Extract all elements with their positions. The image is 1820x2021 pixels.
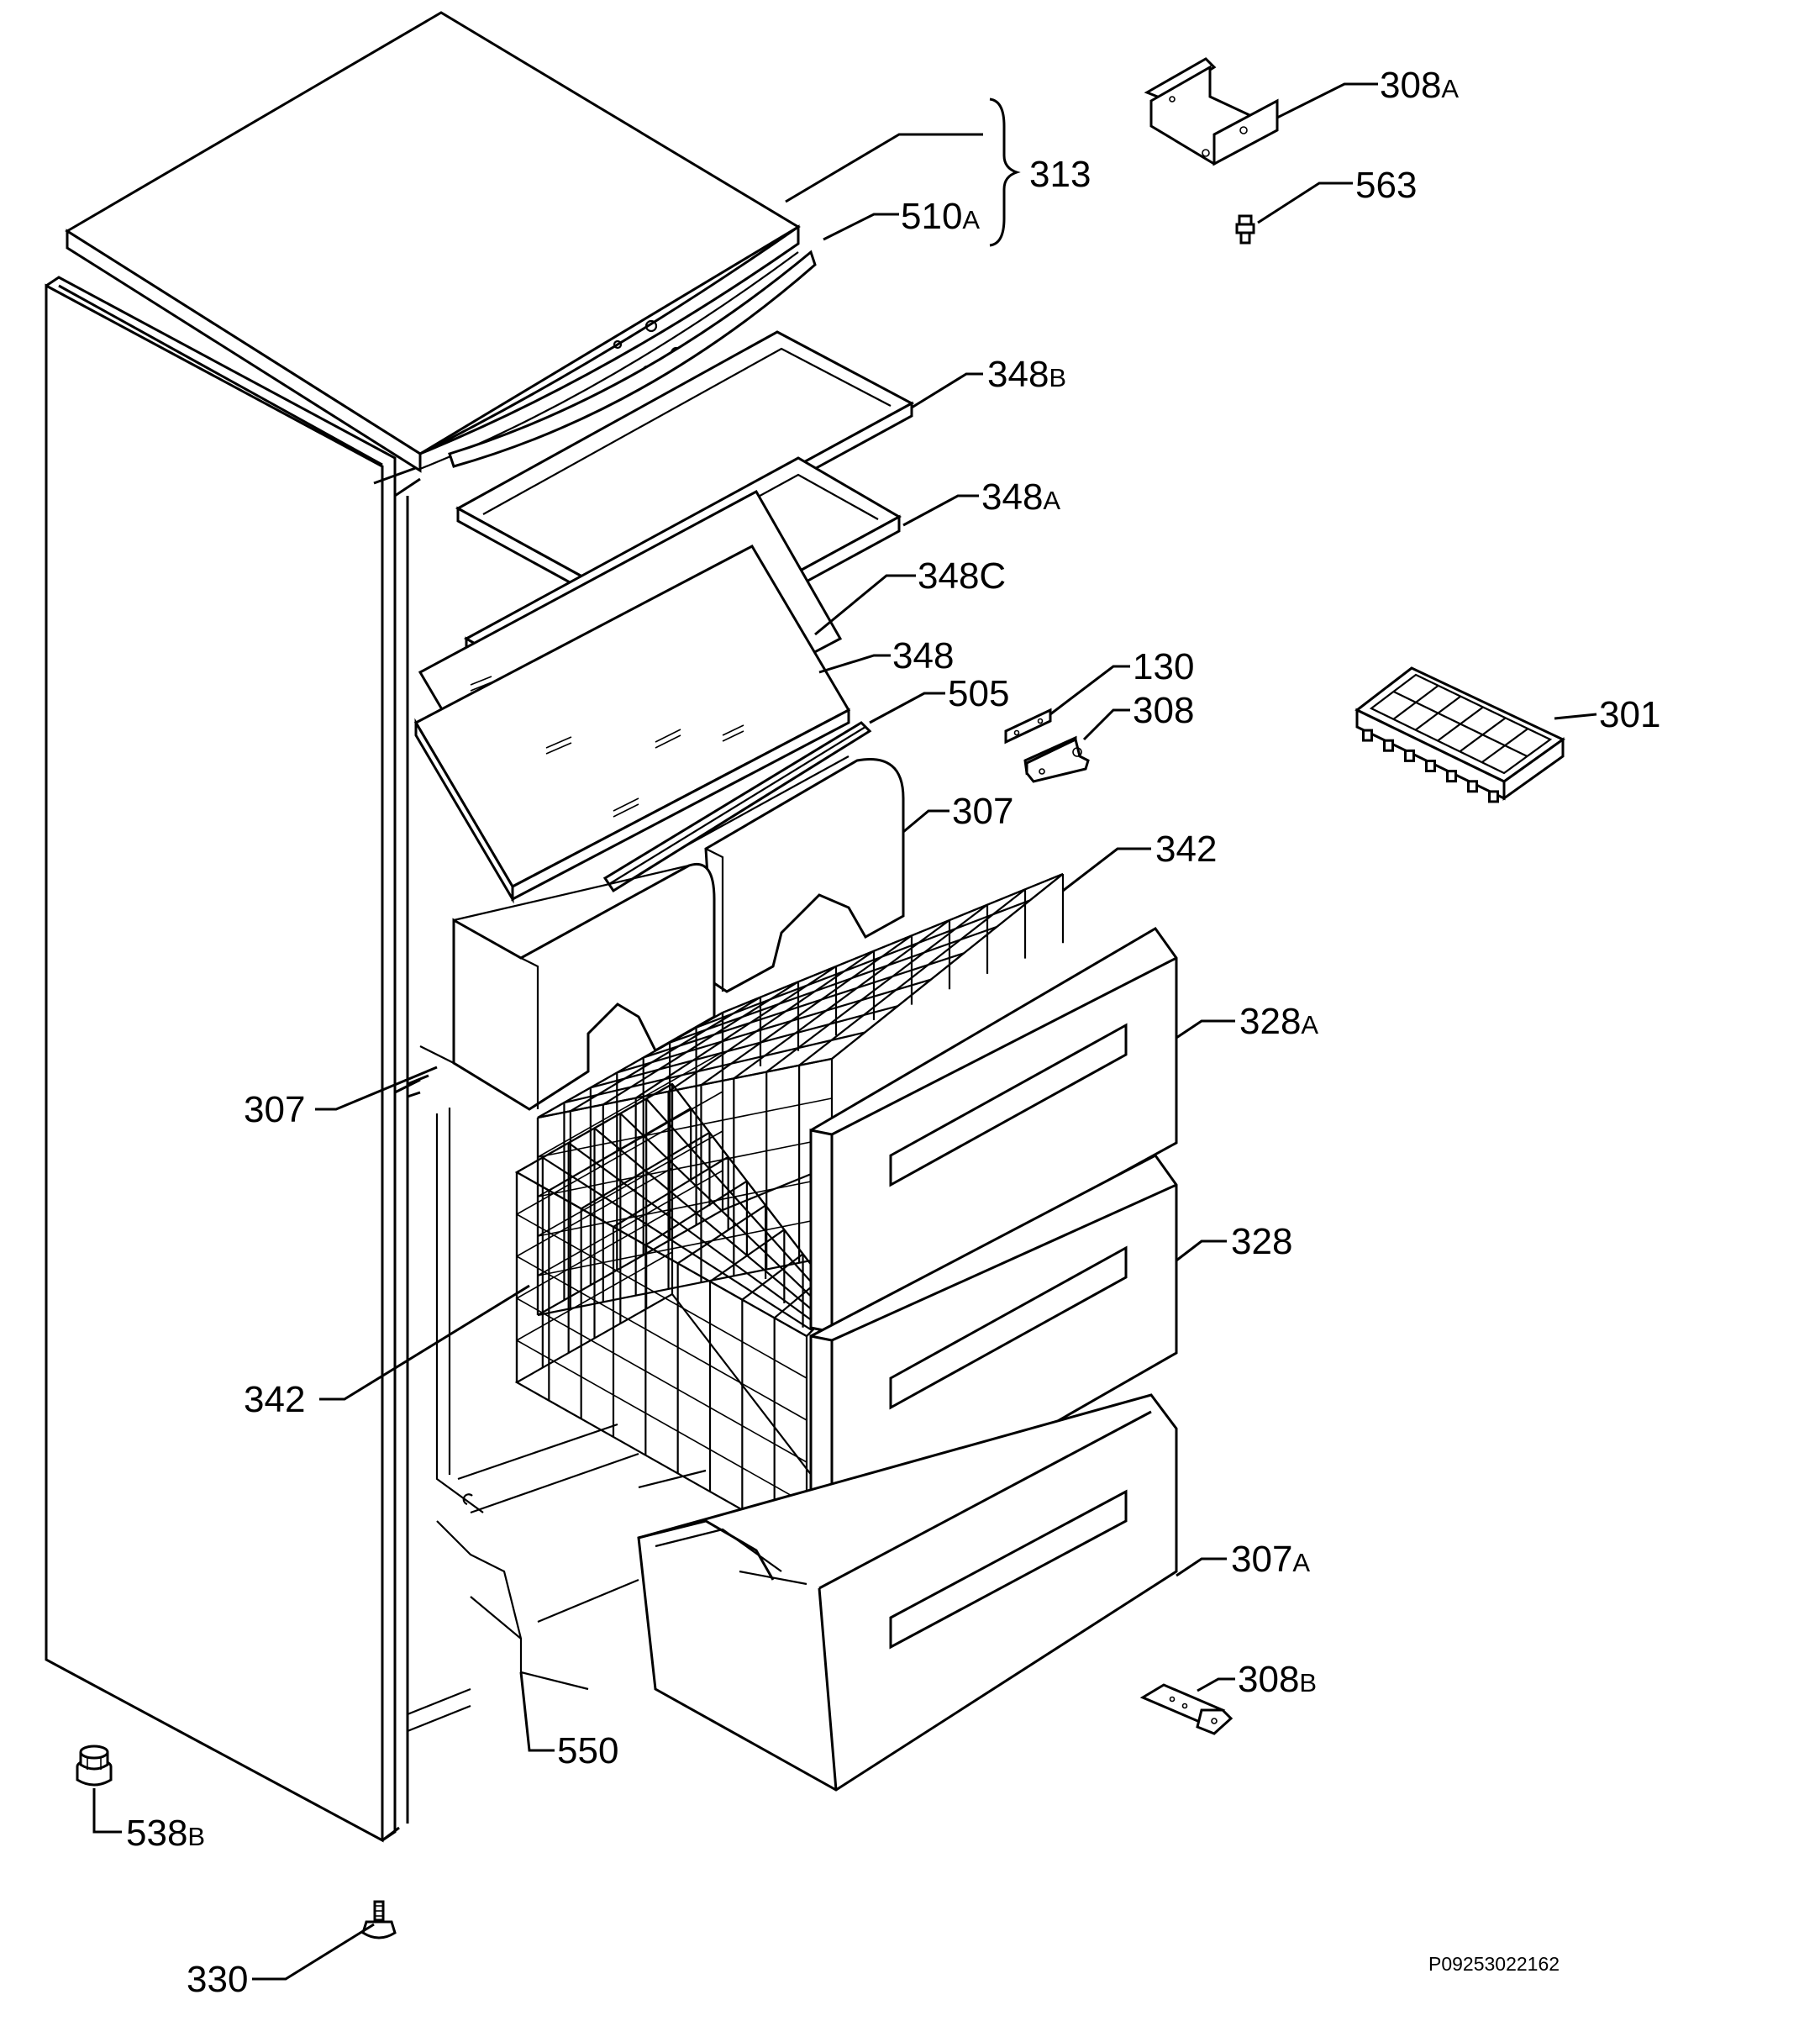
drawer-front-328 [809, 1154, 1178, 1552]
upper-drawer-front [419, 863, 716, 1111]
callout-348b: 348B [987, 354, 1066, 395]
drawer-front-328a [809, 927, 1178, 1334]
hinge-bracket-308a [1144, 57, 1279, 166]
callout-342-top: 342 [1155, 829, 1217, 870]
callout-510a: 510A [901, 196, 980, 237]
callout-348c: 348C [918, 555, 1006, 597]
drawer-307a [637, 1393, 1178, 1792]
drawing-code: P09253022162 [1428, 1953, 1560, 1975]
trim-strip [448, 250, 817, 468]
callout-308a: 308A [1380, 65, 1459, 106]
callout-550: 550 [557, 1730, 618, 1771]
hinge-plate-308b [1139, 1683, 1233, 1735]
callout-313: 313 [1029, 154, 1091, 195]
pin-563 [1235, 214, 1255, 245]
callout-307-top: 307 [952, 791, 1013, 832]
callout-308: 308 [1133, 690, 1194, 731]
hinge-308 [1023, 735, 1090, 783]
ice-cube-tray-301 [1354, 666, 1565, 803]
callout-130: 130 [1133, 646, 1194, 687]
callout-308b: 308B [1238, 1659, 1317, 1700]
callout-307a: 307A [1231, 1539, 1310, 1580]
callout-328: 328 [1231, 1221, 1292, 1262]
screw-330 [361, 1900, 397, 1939]
callout-328a: 328A [1239, 1001, 1318, 1042]
cabinet-body [45, 276, 707, 1843]
callout-labels: 308A 563 313 510A 348B 348A 348C 348 130… [126, 65, 1660, 2000]
part-130 [1004, 708, 1052, 745]
callout-563: 563 [1355, 165, 1417, 206]
callout-330: 330 [187, 1959, 248, 2000]
callout-307-left: 307 [244, 1089, 305, 1130]
callout-348a: 348A [981, 476, 1060, 518]
callout-301: 301 [1599, 694, 1660, 735]
shelf-front-strip [602, 721, 872, 893]
glass-shelf-348 [413, 545, 851, 904]
leader-lines [92, 82, 1597, 1981]
callout-538b: 538B [126, 1813, 205, 1854]
callout-348: 348 [892, 635, 954, 676]
callout-505: 505 [948, 673, 1009, 714]
upper-drawer-rear [680, 755, 905, 993]
callout-342-left: 342 [244, 1379, 305, 1420]
foot-538b [76, 1745, 113, 1787]
